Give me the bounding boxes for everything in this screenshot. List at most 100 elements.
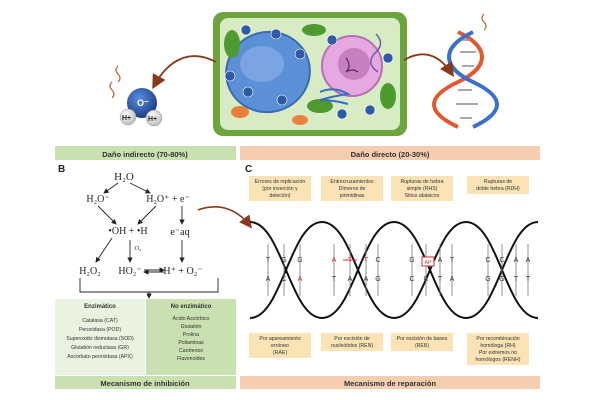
repair-type-box xyxy=(249,333,311,358)
hydrogen-left-label: H+ xyxy=(122,115,131,122)
damage-type-line: Entrecruzamientos xyxy=(330,179,374,185)
inhibition-banner-text: Mecanismo de inhibición xyxy=(100,379,190,388)
abasic-site-box xyxy=(421,256,435,267)
repair-type-line: Por escisión de xyxy=(334,336,370,342)
hydrogen-atom-left xyxy=(119,108,137,126)
damage-type-box xyxy=(467,176,529,194)
repair-type-line: (RAE) xyxy=(273,350,287,356)
damage-type-line: pirimidinas xyxy=(340,193,365,199)
inhibition-banner xyxy=(55,376,236,389)
indirect-banner-text: Daño indirecto (70-80%) xyxy=(102,150,188,159)
golgi xyxy=(319,88,352,105)
vibration-wave xyxy=(481,13,487,31)
h2o-plus-e-text: H₂O⁺ + e⁻ xyxy=(146,194,190,205)
enzymatic-item: Ascorbato peroxidasa (APX) xyxy=(67,354,133,360)
damage-type-line: doble hebra (RDH) xyxy=(476,186,520,192)
repair-type-box xyxy=(391,333,453,351)
panel-c-label: C xyxy=(245,164,252,175)
h-o2-text: H⁺ + O₂⁻ xyxy=(163,266,202,277)
chloroplast xyxy=(302,24,326,36)
vibration-wave xyxy=(109,81,115,99)
e-aq-text: e⁻aq xyxy=(170,227,189,238)
repair-banner xyxy=(240,376,540,389)
vacuole-highlight xyxy=(240,46,284,82)
non-enzymatic-item: Flavonoides xyxy=(177,356,205,362)
damage-type-box xyxy=(249,176,311,201)
repair-type-line: (REB) xyxy=(415,343,429,349)
repair-type-line: Por recombinación xyxy=(476,336,519,342)
non-enzymatic-item: Ácido Ascórbico xyxy=(173,315,210,322)
h2o2-text: H₂O₂ xyxy=(79,266,100,277)
direct-banner xyxy=(240,146,540,160)
enzymatic-box xyxy=(55,299,145,375)
mitochondrion xyxy=(231,106,249,118)
dna-helix-icon xyxy=(432,13,499,129)
nucleolus xyxy=(338,48,370,80)
radiolysis-arrows xyxy=(79,182,219,299)
panel-b-label: B xyxy=(58,164,65,175)
direct-arrow xyxy=(403,53,454,77)
damage-type-line: deleción) xyxy=(269,193,290,199)
dna-base-bottom: A xyxy=(450,276,455,283)
dna-base-bottom: C xyxy=(281,276,286,283)
repair-type-line: Por extremos no xyxy=(479,350,517,356)
dna-base-bottom: A xyxy=(298,276,303,283)
radiolysis-scheme: H₂O H₂O⁻ H₂O⁺ + e⁻ •OH + •H O₂ e⁻aq H₂O₂… xyxy=(79,171,202,277)
repair-type-line: Por escisión de bases xyxy=(397,336,448,342)
dna-base-bottom: C xyxy=(423,276,428,283)
dna-base-top: A xyxy=(514,257,519,264)
dna-base-top: C xyxy=(499,257,504,264)
non-enzymatic-item: Prolina xyxy=(183,332,199,338)
dna-base-bottom: G xyxy=(375,276,380,283)
damage-type-line: Errores de replicación xyxy=(255,179,306,185)
repair-type-box xyxy=(321,333,383,351)
enzymatic-item: Glutatión reductasa (GR) xyxy=(71,345,129,351)
dna-base-bottom: T xyxy=(332,276,337,283)
dna-base-top: C xyxy=(375,257,380,264)
h2o-text: H₂O xyxy=(114,171,134,183)
enzymatic-list: Catalasa (CAT) Peroxidasa (POD) Superoxi… xyxy=(66,318,134,360)
plant-cell xyxy=(213,12,407,136)
abasic-site-label: AP xyxy=(425,260,432,266)
damage-type-line: Dímeros de xyxy=(339,186,366,192)
damage-type-box xyxy=(391,176,453,201)
damage-type-line: Rupturas de xyxy=(484,179,512,185)
dna-base-pairs xyxy=(267,244,529,296)
o2-text: O₂ xyxy=(135,246,141,252)
dna-base-bottom: G xyxy=(499,276,504,283)
damage-type-box xyxy=(321,176,383,201)
dna-base-bottom: G xyxy=(485,276,490,283)
dna-base-top: G xyxy=(281,257,286,264)
chloroplast xyxy=(380,83,396,109)
enzymatic-item: Peroxidasa (POD) xyxy=(79,327,121,333)
repair-type-line: nucleótidos (REN) xyxy=(331,343,373,349)
dna-base-top: A xyxy=(526,257,531,264)
dna-strand-2 xyxy=(249,220,539,320)
repair-type-box xyxy=(467,333,529,365)
oxygen-label: O⁻ xyxy=(137,98,149,108)
hydrogen-right-label: H+ xyxy=(148,116,157,123)
dna-base-top: G xyxy=(297,257,302,264)
chloroplast xyxy=(224,30,240,58)
dna-base-bottom: T xyxy=(438,276,443,283)
oh-h-text: •OH + •H xyxy=(108,226,147,237)
non-enzymatic-box xyxy=(146,299,236,375)
dna-base-top: T xyxy=(364,257,369,264)
chloroplast xyxy=(307,99,333,113)
damage-type-line: Sitios abásicos xyxy=(405,193,440,199)
indirect-arrow xyxy=(152,55,217,90)
ros-particles xyxy=(224,24,394,120)
dna-base-top: G xyxy=(409,257,414,264)
dna-strand-1 xyxy=(249,220,539,320)
oxygen-atom xyxy=(127,88,157,118)
damage-type-line: Rupturas de hebra xyxy=(401,179,444,185)
chromatin xyxy=(345,57,359,73)
dna-base-bottom: A xyxy=(348,276,353,283)
non-enzymatic-item: Glutatión xyxy=(181,324,202,330)
dna-base-top: A xyxy=(332,257,337,264)
repair-banner-text: Mecanismo de reparación xyxy=(344,379,437,388)
dna-double-helix xyxy=(249,220,539,320)
enzymatic-item: Superoxido dismutasa (SOD) xyxy=(66,336,134,342)
